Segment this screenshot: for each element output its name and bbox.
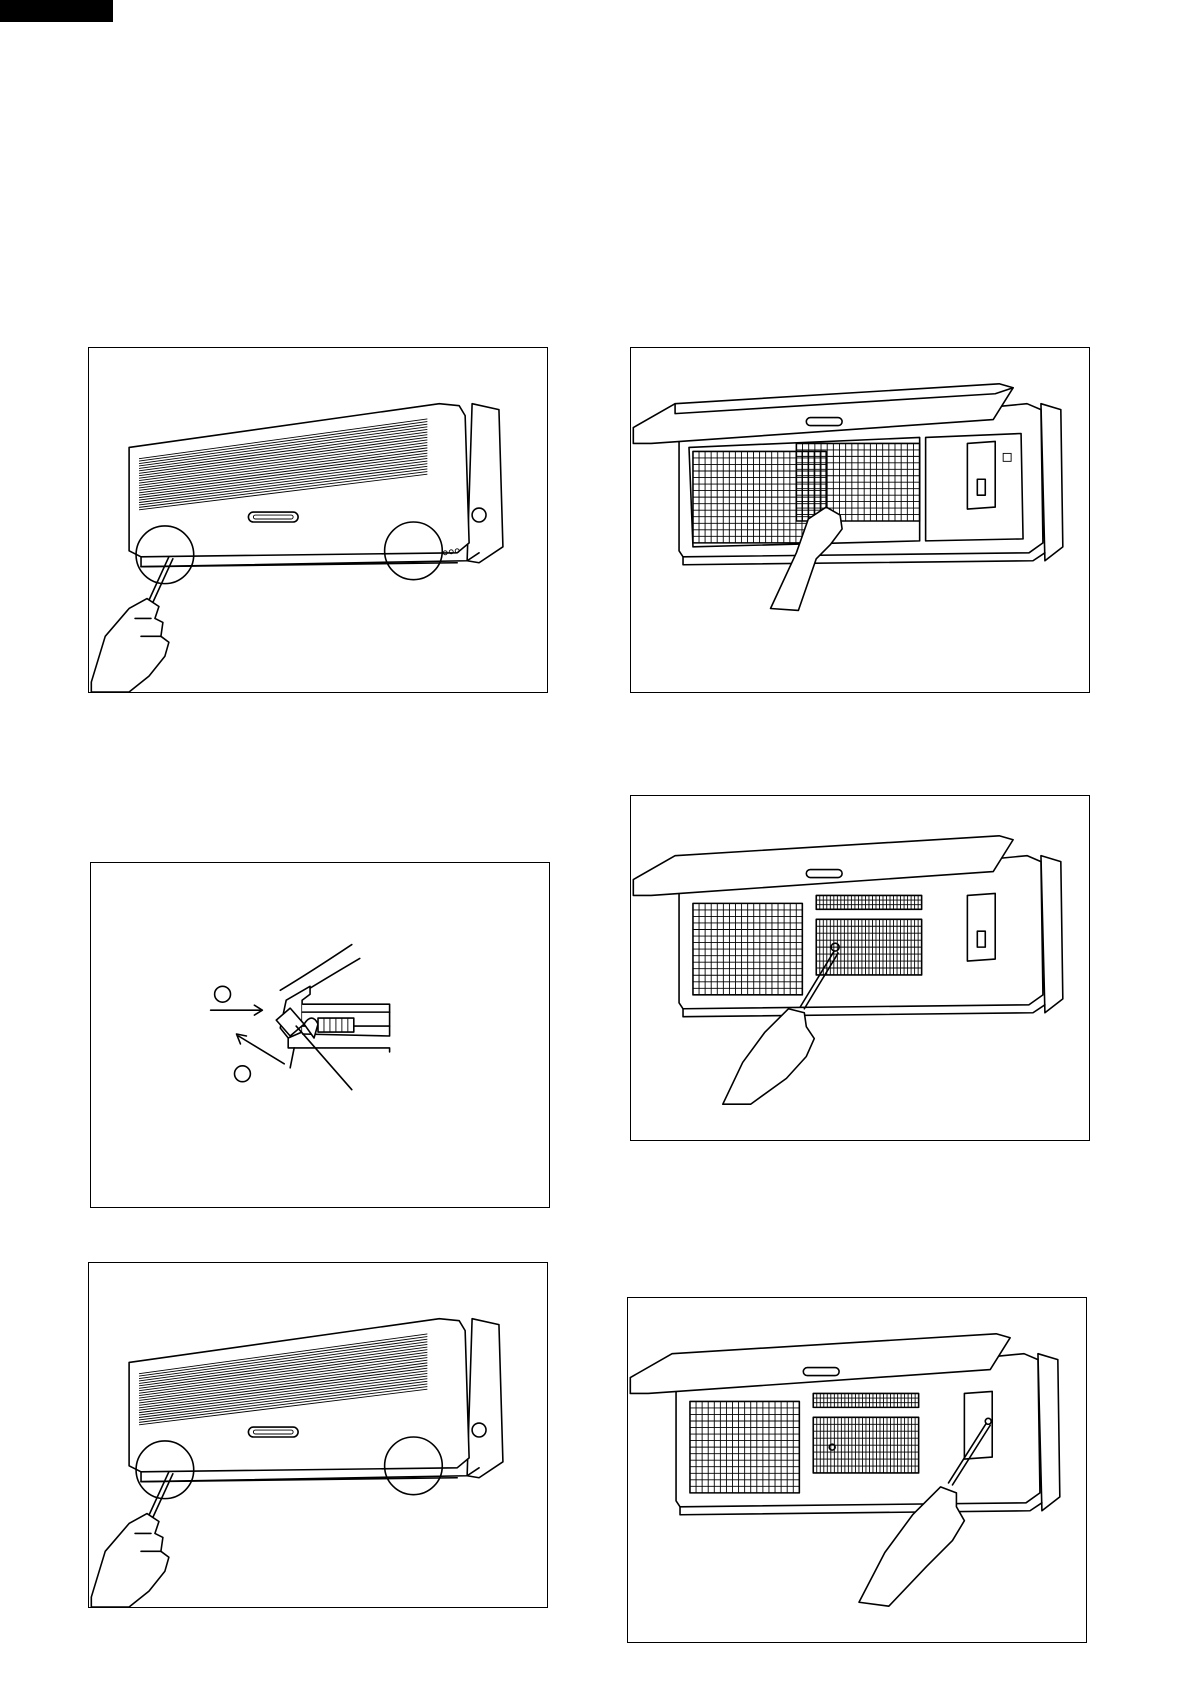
figure-6-panel bbox=[627, 1297, 1087, 1643]
hand bbox=[723, 1009, 814, 1104]
screwdriver bbox=[147, 557, 173, 607]
figure-5-panel bbox=[88, 1262, 548, 1608]
figure-2-panel bbox=[630, 347, 1090, 693]
figure-1-panel bbox=[88, 347, 548, 693]
header-tab-block bbox=[0, 0, 113, 22]
hand bbox=[91, 599, 169, 692]
filter-right-pulled bbox=[796, 443, 919, 521]
figure-4-panel bbox=[630, 795, 1090, 1141]
screwdriver bbox=[147, 1472, 173, 1522]
figure-3-panel bbox=[90, 862, 550, 1208]
figure-1-illustration bbox=[89, 348, 547, 692]
hinge-tab bbox=[276, 986, 389, 1038]
figure-6-illustration bbox=[628, 1298, 1086, 1642]
hand bbox=[91, 1514, 169, 1607]
marker-a bbox=[211, 986, 263, 1015]
figure-4-illustration bbox=[631, 796, 1089, 1140]
grille-edge-curve bbox=[280, 945, 360, 995]
marker-b bbox=[234, 1034, 284, 1082]
base-bracket bbox=[288, 1038, 389, 1068]
figure-3-illustration bbox=[91, 863, 549, 1207]
figure-2-illustration bbox=[631, 348, 1089, 692]
figure-5-illustration bbox=[89, 1263, 547, 1607]
